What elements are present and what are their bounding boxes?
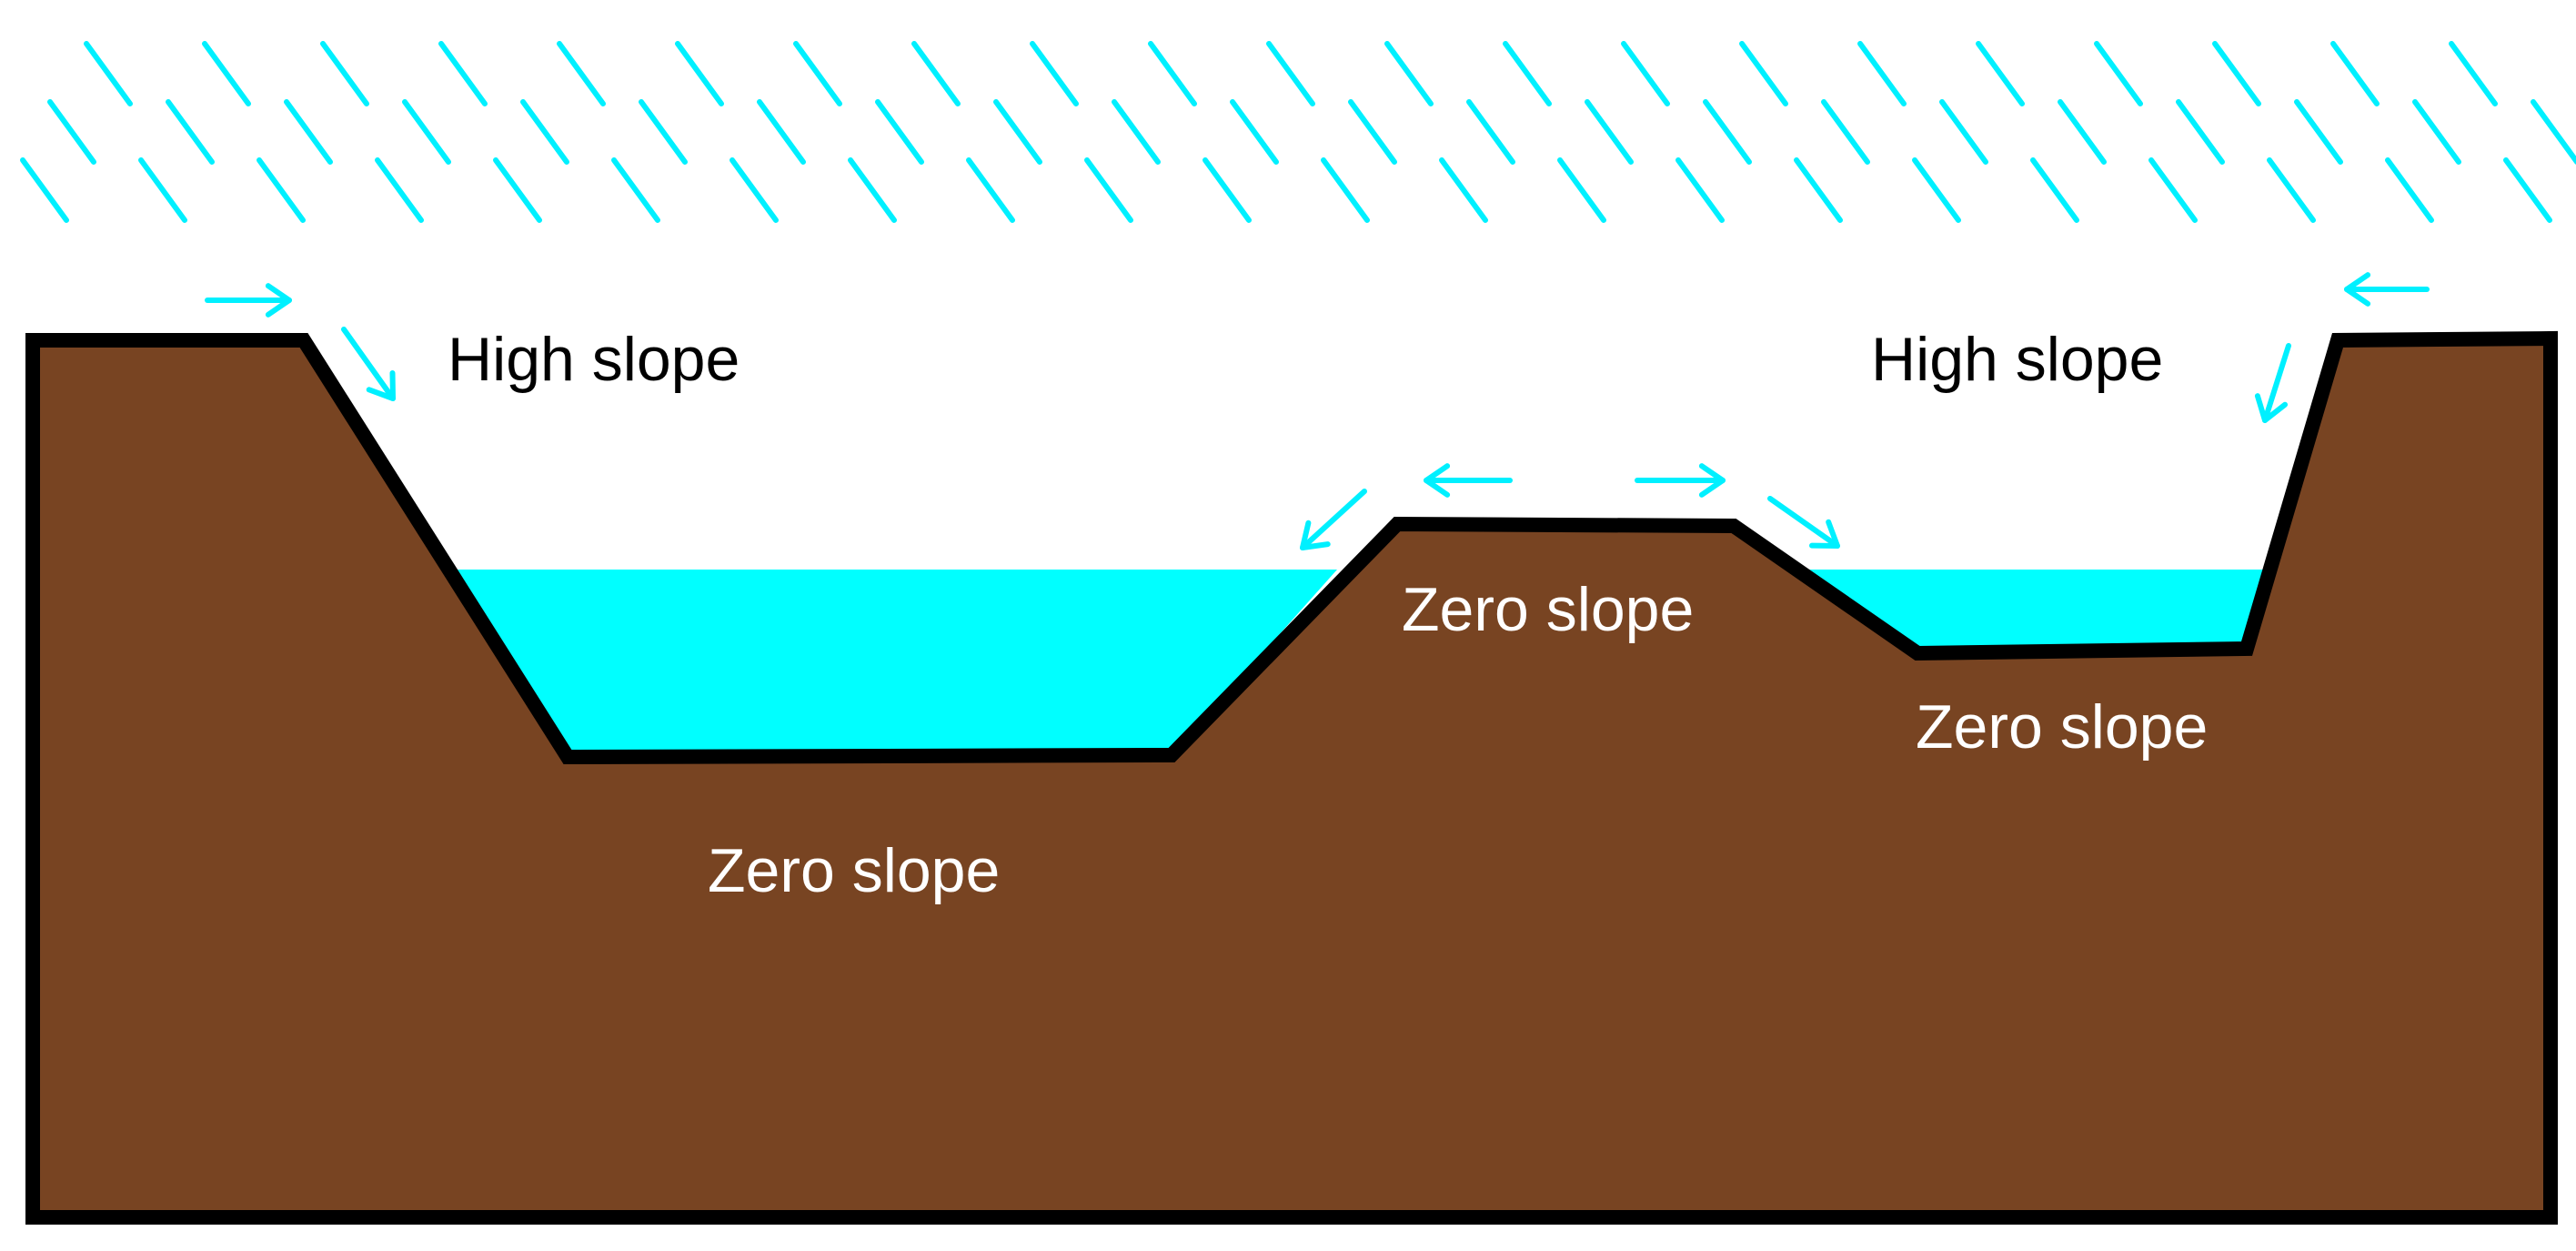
rain-streak-icon — [911, 41, 961, 106]
rain-streak-icon — [138, 157, 187, 223]
rain-streak-icon — [2030, 157, 2079, 223]
rain-streak-icon — [1439, 157, 1488, 223]
rain-streak-icon — [84, 41, 133, 106]
rain-streak-icon — [730, 157, 779, 223]
label-zero-slope-left-basin: Zero slope — [708, 836, 1000, 905]
rain-streak-icon — [1466, 99, 1515, 165]
rain-streak-icon — [1348, 99, 1397, 165]
rain-streak-icon — [1857, 41, 1907, 106]
flow-arrow-icon — [1300, 489, 1367, 550]
rain-streak-icon — [966, 157, 1015, 223]
rain-streak-icon — [993, 99, 1042, 165]
rain-streak-icon — [493, 157, 542, 223]
right-basin-water — [1736, 534, 2267, 653]
rain-streak-icon — [1148, 41, 1197, 106]
rain-streak-icon — [320, 41, 369, 106]
rain-streak-icon — [2212, 41, 2261, 106]
rain-streak-icon — [1202, 157, 1252, 223]
left-basin-water — [455, 570, 1337, 757]
rain-streak-icon — [1912, 157, 1961, 223]
rain-streak-icon — [2094, 41, 2143, 106]
rain-streak-icon — [1030, 41, 1079, 106]
label-zero-slope-right-basin: Zero slope — [1916, 692, 2208, 762]
terrain-cross-section — [25, 330, 2558, 1225]
rain-streak-icon — [375, 157, 424, 223]
rain-streak-icon — [2385, 157, 2434, 223]
rain-streak-icon — [1976, 41, 2025, 106]
rain-streak-icon — [2148, 157, 2198, 223]
rain-streak-icon — [166, 99, 215, 165]
rain-streak-icon — [1384, 41, 1434, 106]
rain-streak-icon — [757, 99, 806, 165]
rain-streak-icon — [1939, 99, 1988, 165]
rain-streak-icon — [284, 99, 333, 165]
rain-streak-icon — [611, 157, 660, 223]
label-high-slope-left: High slope — [448, 325, 740, 394]
rain-streak-icon — [20, 157, 69, 223]
rain-streak-icon — [2531, 99, 2576, 165]
label-high-slope-right: High slope — [1871, 325, 2163, 394]
rain-streak-icon — [257, 157, 306, 223]
rain-streak-icon — [47, 99, 96, 165]
rain-streak-icon — [2267, 157, 2316, 223]
rain-streak-icon — [1230, 99, 1279, 165]
rain-streak-icon — [875, 99, 924, 165]
rain-streak-icon — [2330, 41, 2380, 106]
rain-streak-icon — [848, 157, 897, 223]
rain-streak-icon — [1621, 41, 1670, 106]
rain-streak-icon — [1703, 99, 1752, 165]
rain-streak-icon — [1675, 157, 1725, 223]
rain-streak-icon — [1112, 99, 1161, 165]
rain-streak-icon — [2412, 99, 2461, 165]
rain-streak-icon — [1794, 157, 1843, 223]
flow-arrow-icon — [1767, 496, 1840, 549]
rain-streak-icon — [1821, 99, 1870, 165]
rain-streak-icon — [2294, 99, 2343, 165]
rain-streak-icon — [1585, 99, 1634, 165]
flow-arrow-icon — [2344, 272, 2430, 307]
rain-streak-icon — [2449, 41, 2498, 106]
rain-streak-icon — [520, 99, 569, 165]
rain-streak-icon — [1739, 41, 1788, 106]
rain-streak-icon — [557, 41, 606, 106]
rain-streak-icon — [202, 41, 251, 106]
rain-streak-icon — [639, 99, 688, 165]
rain-streak-icon — [1266, 41, 1315, 106]
rain-streak-icon — [1321, 157, 1370, 223]
flow-arrow-icon — [1635, 463, 1726, 498]
rain-streak-icon — [675, 41, 724, 106]
rain-layer — [20, 41, 2576, 223]
rain-streak-icon — [1084, 157, 1133, 223]
flow-arrow-icon — [2254, 343, 2291, 423]
flow-arrow-icon — [205, 283, 292, 318]
flow-arrows — [205, 272, 2430, 550]
flow-arrow-icon — [341, 327, 396, 401]
rain-streak-icon — [2503, 157, 2552, 223]
rain-streak-icon — [793, 41, 842, 106]
rain-streak-icon — [402, 99, 451, 165]
label-zero-slope-plateau: Zero slope — [1402, 575, 1694, 644]
rain-streak-icon — [1503, 41, 1552, 106]
flow-arrow-icon — [1424, 463, 1513, 498]
rain-streak-icon — [438, 41, 488, 106]
rain-streak-icon — [2176, 99, 2225, 165]
rain-streak-icon — [1557, 157, 1606, 223]
rain-streak-icon — [2058, 99, 2107, 165]
